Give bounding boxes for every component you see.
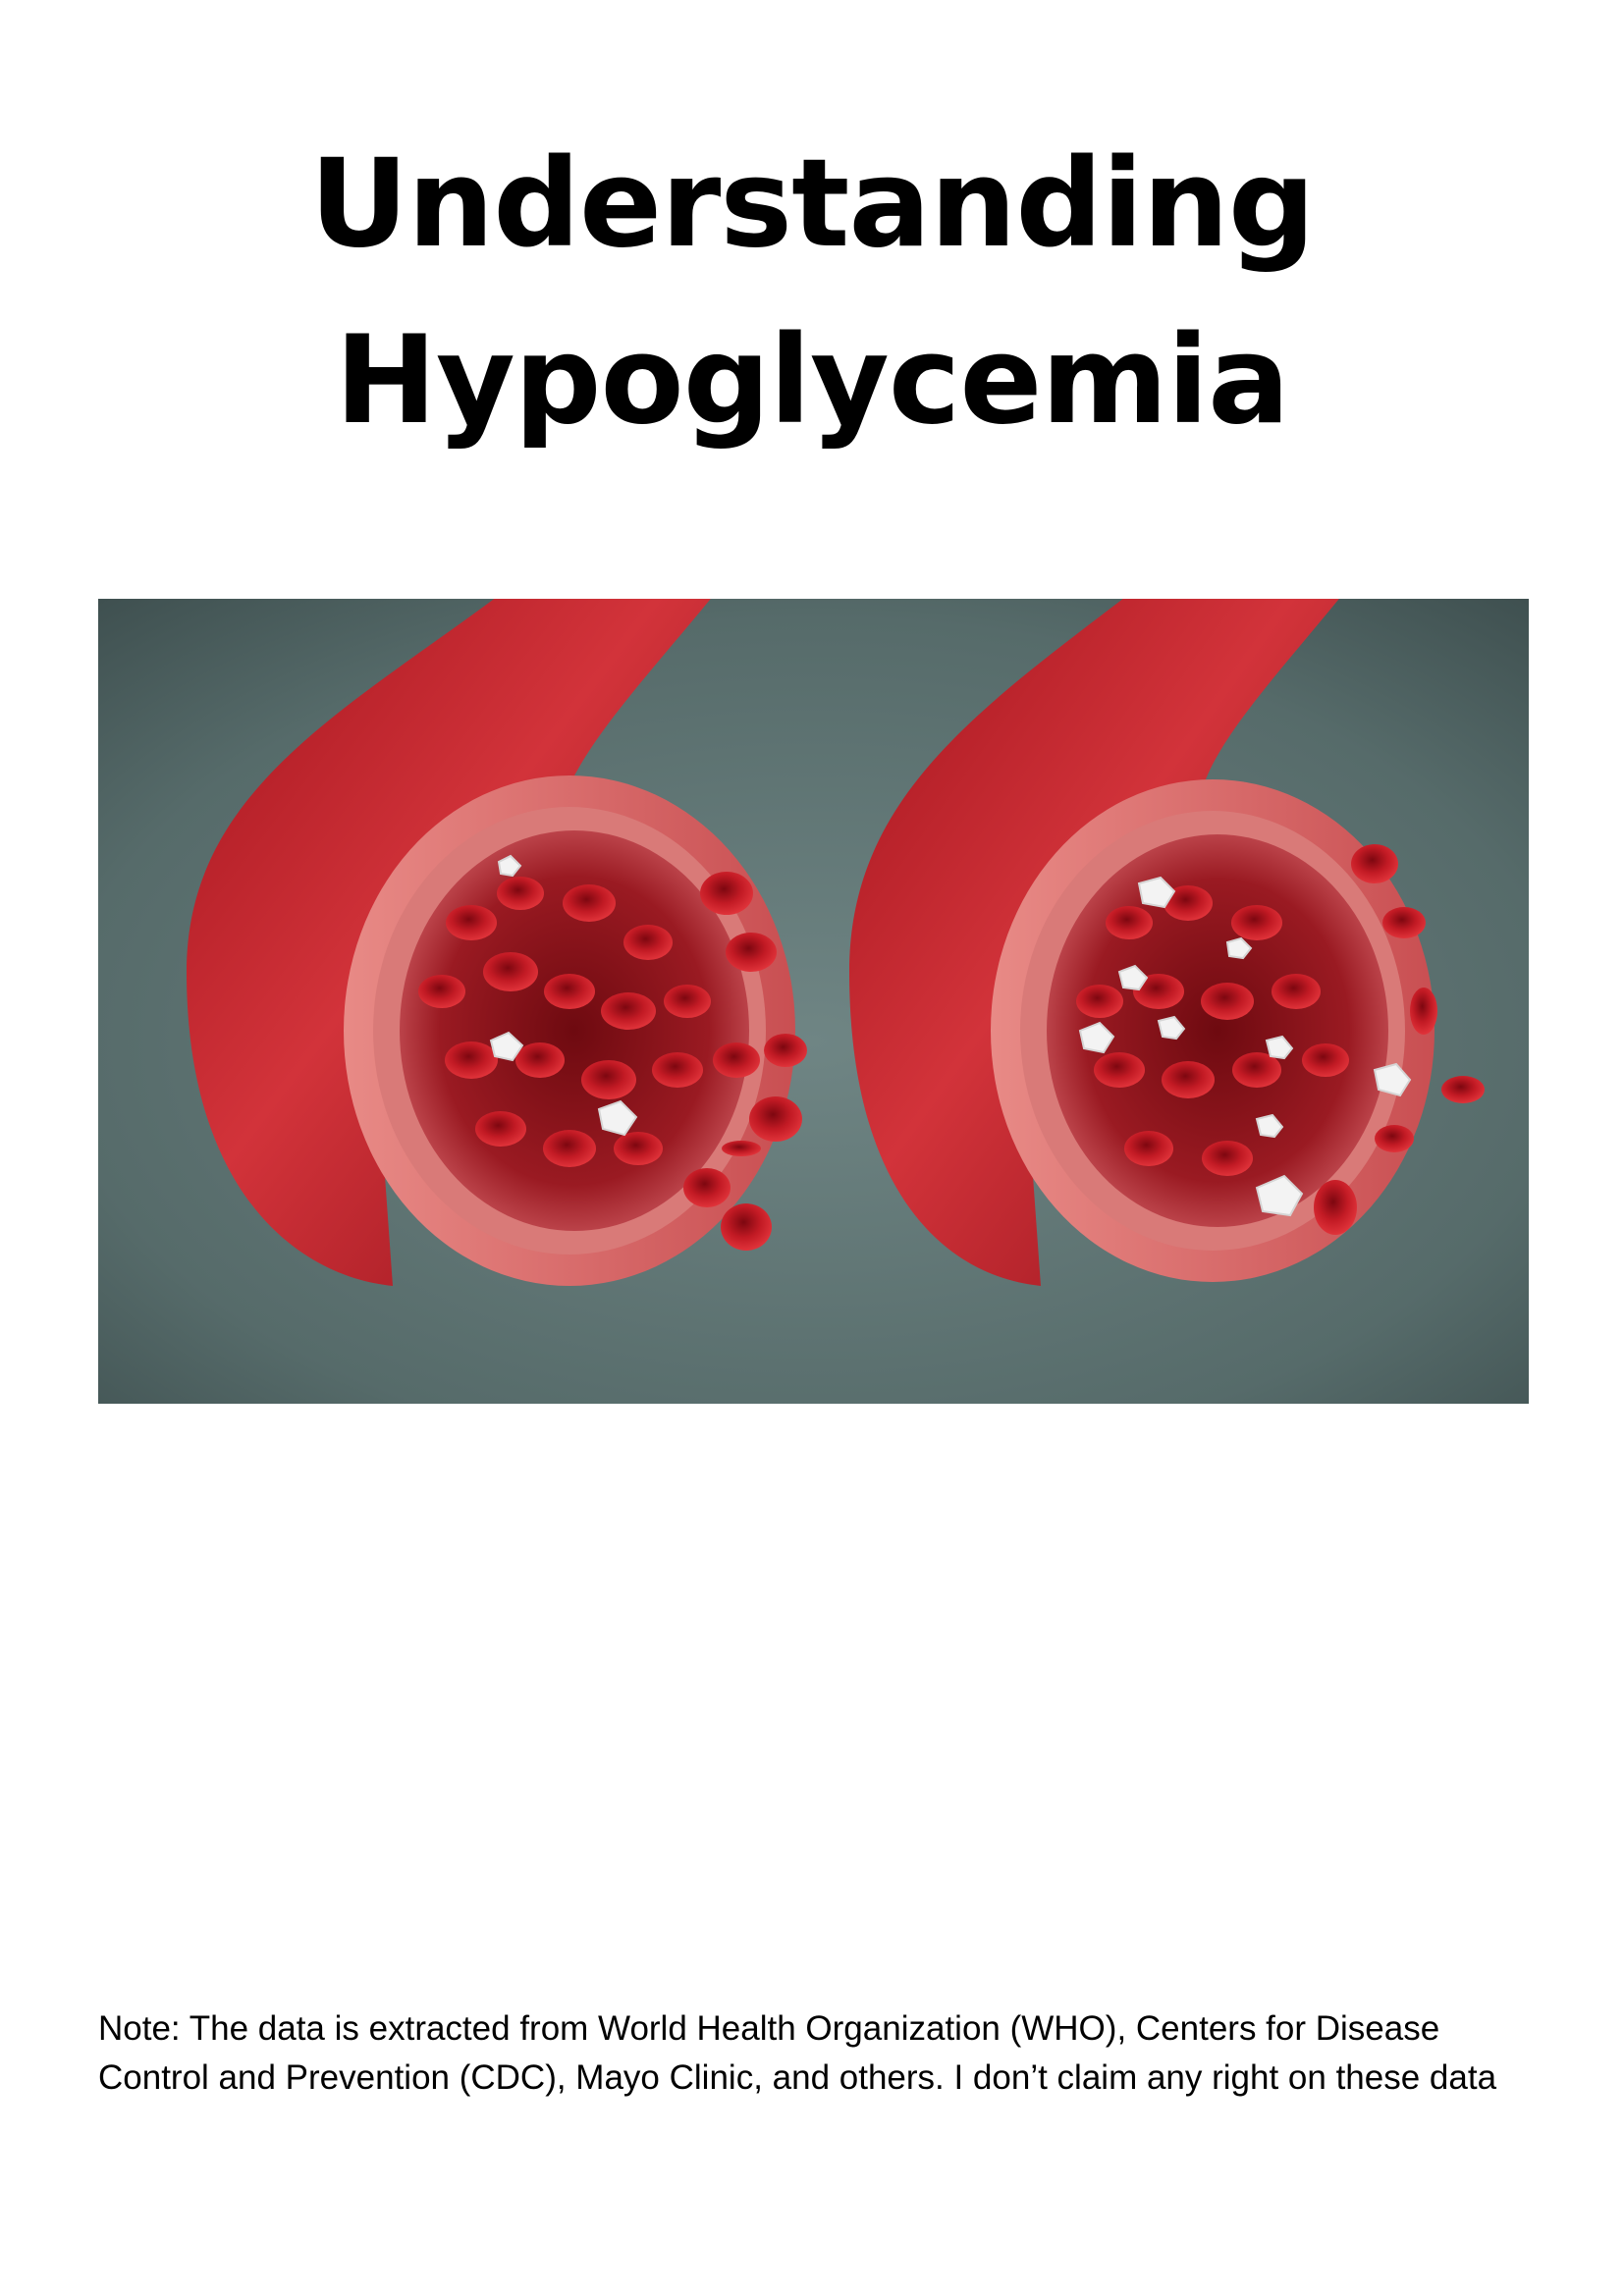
- blood-vessels-illustration: [98, 599, 1529, 1404]
- page-title: Understanding Hypoglycemia: [0, 116, 1624, 469]
- source-note: Note: The data is extracted from World H…: [98, 2004, 1551, 2103]
- left-vessel: [187, 599, 807, 1286]
- right-vessel: [849, 599, 1485, 1286]
- title-line-1: Understanding: [309, 133, 1315, 275]
- title-line-2: Hypoglycemia: [335, 310, 1290, 452]
- note-line-1: Note: The data is extracted from World H…: [98, 2009, 1440, 2048]
- note-line-2: Control and Prevention (CDC), Mayo Clini…: [98, 2058, 1497, 2097]
